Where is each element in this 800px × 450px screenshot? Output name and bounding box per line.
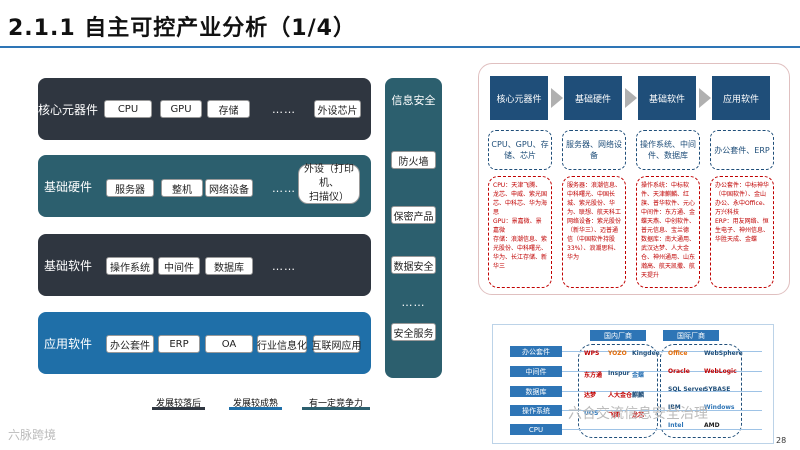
legend-item: 有一定竞争力 (302, 397, 370, 410)
vendor-logo: 龙芯 (632, 412, 645, 419)
watermark-right: 六合交流信息安全治理 (568, 406, 708, 422)
row-label: 中间件 (510, 366, 562, 377)
vendor-logo: 金蝶 (632, 372, 645, 379)
vendor-logo: AMD (704, 422, 720, 429)
arrow-right-icon (699, 88, 711, 108)
ellipsis: …… (272, 181, 296, 195)
vendor-logo: Windows (704, 404, 735, 411)
layer-item: 数据库 (205, 257, 253, 275)
stage-summary: 操作系统、中间件、数据库 (636, 130, 700, 170)
row-line (562, 410, 762, 411)
row-label: 数据库 (510, 386, 562, 397)
layer-item: 办公套件 (106, 335, 154, 353)
ellipsis: …… (401, 296, 426, 309)
stage-summary: 办公套件、ERP (710, 130, 774, 170)
layer-3 (38, 234, 371, 296)
stage-box: 基础硬件 (564, 76, 622, 120)
layer-item: GPU (160, 100, 202, 118)
row-line (562, 371, 762, 372)
security-item: 安全服务 (391, 323, 436, 341)
vendor-logo: SQL Server (668, 386, 706, 393)
security-item: 保密产品 (391, 206, 436, 224)
vendor-logo: WebLogic (704, 368, 737, 375)
layer-label: 应用软件 (43, 336, 92, 351)
layer-item: 外设（打印机、 扫描仪） (298, 164, 360, 204)
vendor-logo: Intel (668, 422, 684, 429)
stage-summary: CPU、GPU、存储、芯片 (488, 130, 552, 170)
layer-item: ERP (158, 335, 200, 353)
vendor-logo: IBM (668, 404, 681, 411)
legend-item: 发展较成熟 (229, 397, 282, 410)
row-label: CPU (510, 424, 562, 435)
layer-item: 存储 (207, 100, 250, 118)
vendor-logo: WebSphere (704, 350, 743, 357)
layer-item: 行业信息化 (257, 335, 307, 353)
watermark-left: 六脉跨境 (8, 428, 57, 442)
row-line (562, 391, 762, 392)
stage-vendors: CPU：天津飞腾、龙芯、申威、紫光国芯、中科芯、华为海思 GPU：景嘉微、景嘉微… (488, 176, 552, 288)
vendor-logo: SYBASE (704, 386, 731, 393)
row-line (562, 429, 762, 430)
security-item: 防火墙 (391, 151, 436, 169)
page-title: 2.1.1 自主可控产业分析（1/4） (8, 16, 356, 41)
stage-box: 应用软件 (712, 76, 770, 120)
layer-label: 核心元器件 (38, 102, 99, 117)
legend-item: 发展较落后 (152, 397, 205, 410)
layer-item: 互联网应用 (312, 335, 362, 353)
vendor-logo: 人大金仓 (608, 392, 633, 399)
vendor-logo: Oracle (668, 368, 690, 375)
ellipsis: …… (272, 259, 296, 273)
ellipsis: …… (272, 102, 296, 116)
col-head-intl: 国际厂商 (663, 330, 719, 341)
layer-label: 基础软件 (43, 258, 92, 273)
vendor-logo: YOZO (608, 350, 627, 357)
stage-vendors: 操作系统：中标软件、天津麒麟、红旗、普华软件、元心 中间件：东方通、金蝶天燕、中… (636, 176, 700, 288)
vendor-logo: 飞腾 (608, 412, 621, 419)
arrow-right-icon (625, 88, 637, 108)
arrow-right-icon (551, 88, 563, 108)
layer-item: 操作系统 (106, 257, 154, 275)
title-underline (0, 46, 800, 48)
stage-vendors: 服务器：浪潮信息、中科曙光、中国长城、紫光股份、华为、联想、航天科工 网络设备：… (562, 176, 626, 288)
stage-vendors: 办公套件：中标神华（中国软件）、金山办公、永中Office、万兴科技 ERP：用… (710, 176, 774, 288)
page-number: 28 (776, 436, 787, 445)
layer-item: 整机 (161, 179, 203, 197)
layer-item: OA (205, 335, 253, 353)
vendor-logo: UOS (584, 410, 599, 417)
vendor-logo: Inspur (608, 370, 630, 377)
layer-item: 中间件 (158, 257, 200, 275)
col-head-domestic: 国内厂商 (590, 330, 646, 341)
row-label: 操作系统 (510, 405, 562, 416)
layer-item: CPU (104, 100, 152, 118)
vendor-logo: 达梦 (584, 392, 597, 399)
layer-item: 网络设备 (205, 179, 253, 197)
stage-box: 基础软件 (638, 76, 696, 120)
stage-summary: 服务器、网络设备 (562, 130, 626, 170)
layer-item: 外设芯片 (314, 100, 361, 118)
vendor-logo: Kingdee (632, 350, 660, 357)
security-item: 数据安全 (391, 256, 436, 274)
vendor-table (492, 324, 774, 444)
row-label: 办公套件 (510, 346, 562, 357)
vendor-logo: WPS (584, 350, 600, 357)
layer-item: 服务器 (106, 179, 154, 197)
vendor-logo: 麒麟 (632, 392, 645, 399)
vendor-logo: 东方通 (584, 372, 603, 379)
stage-box: 核心元器件 (490, 76, 548, 120)
layer-label: 基础硬件 (43, 179, 92, 194)
row-line (562, 351, 762, 352)
vendor-logo: Office (668, 350, 688, 357)
security-label: 信息安全 (391, 94, 436, 107)
